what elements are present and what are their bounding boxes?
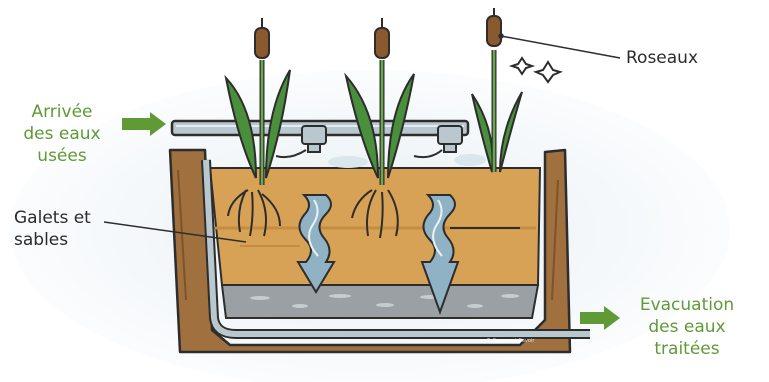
sparkle-icon	[512, 58, 560, 82]
credit-text: © Comment Savoir	[486, 338, 534, 344]
gravel-sand-label: Galets et sables	[14, 207, 114, 251]
gravel-layer	[222, 285, 538, 318]
inflow-label: Arrivée des eaux usées	[8, 101, 116, 167]
outflow-label: Evacuation des eaux traitées	[628, 294, 746, 360]
sand-layer	[210, 168, 540, 285]
reeds-label: Roseaux	[626, 47, 726, 69]
